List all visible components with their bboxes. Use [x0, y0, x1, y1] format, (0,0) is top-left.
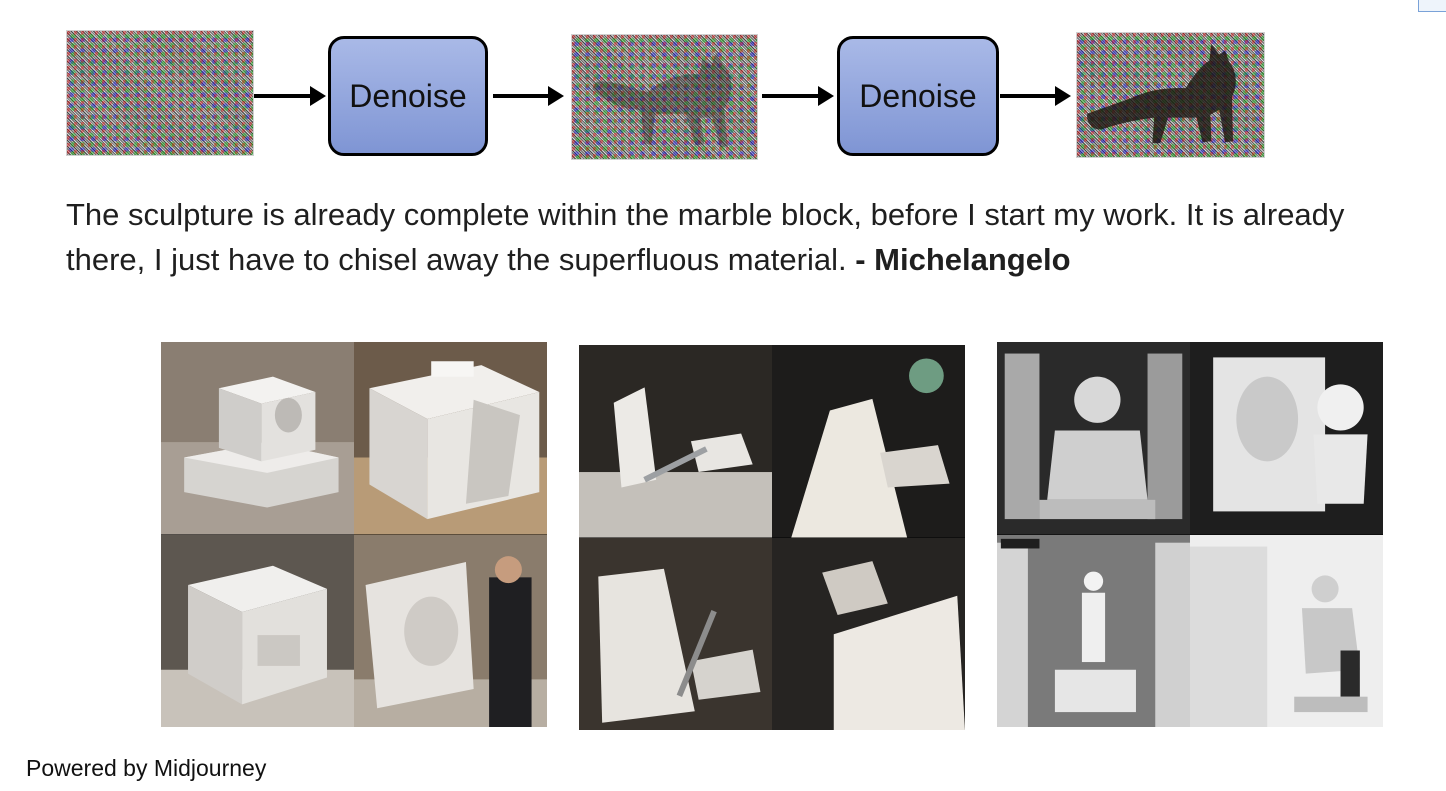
cat-silhouette [1087, 43, 1236, 144]
denoise-label-2: Denoise [859, 77, 977, 114]
image-chisel-carving-1 [579, 345, 772, 538]
image-chisel-carving-2 [772, 345, 965, 538]
denoise-label-1: Denoise [349, 77, 467, 114]
image-sculpture-cube-table [161, 342, 354, 535]
denoise-box-1: Denoise [328, 36, 488, 156]
noise-image-3 [1076, 32, 1265, 158]
noise-image-1 [66, 30, 254, 156]
quote-author: - Michelangelo [855, 242, 1071, 277]
image-statue-thinker [1190, 534, 1383, 727]
image-sculpture-geometric-cube [161, 534, 354, 727]
arrow-3 [762, 86, 834, 106]
quote-text: The sculpture is already complete within… [66, 197, 1345, 277]
image-grid-blocky-sculptures [161, 342, 547, 727]
image-sculptor-working [354, 534, 547, 727]
noise-image-2 [571, 34, 758, 160]
michelangelo-quote: The sculpture is already complete within… [66, 192, 1366, 282]
image-statue-bust-columns [997, 342, 1190, 535]
image-sculpture-cracked-block [354, 342, 547, 535]
arrow-2 [493, 86, 564, 106]
arrow-4 [1000, 86, 1071, 106]
faint-cat-silhouette [592, 52, 732, 148]
image-statue-bust-arch [1190, 342, 1383, 535]
image-chisel-carving-4 [772, 537, 965, 730]
image-grid-classical-statues [997, 342, 1383, 727]
image-grid-chiseling-hands [579, 345, 965, 730]
image-statue-david [997, 534, 1190, 727]
arrow-1 [254, 86, 326, 106]
powered-by-label: Powered by Midjourney [26, 755, 267, 781]
window-corner-control[interactable] [1418, 0, 1446, 12]
image-chisel-carving-3 [579, 537, 772, 730]
denoise-box-2: Denoise [837, 36, 999, 156]
